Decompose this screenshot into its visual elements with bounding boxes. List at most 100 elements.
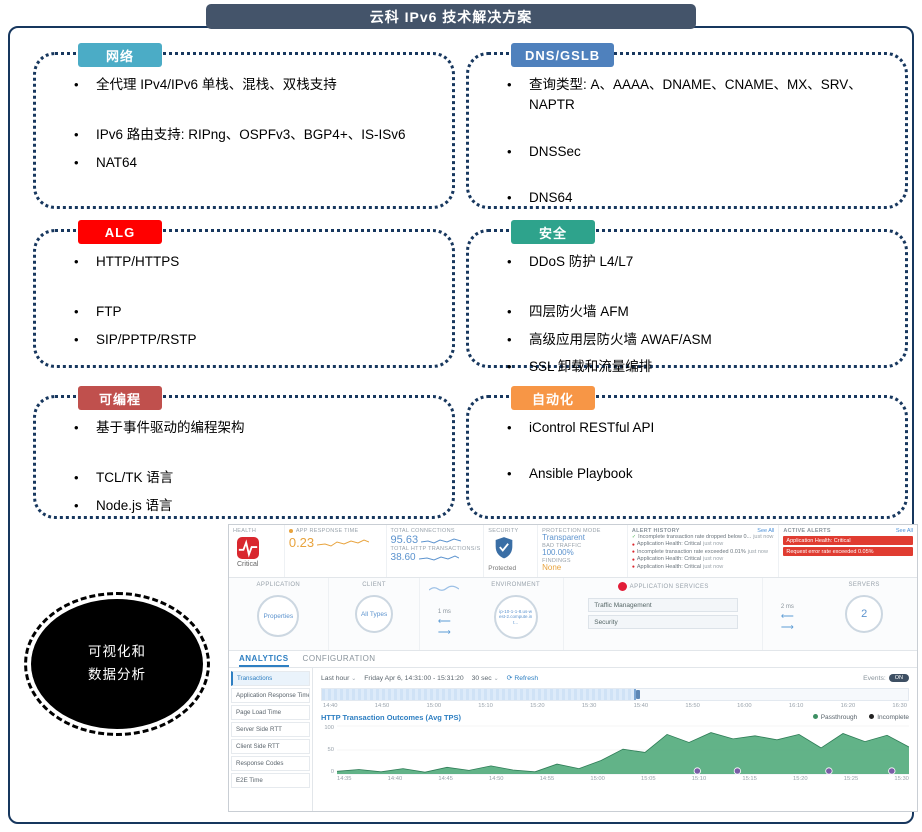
security-status: Protected bbox=[488, 565, 517, 572]
timeline-tick: 14:40 bbox=[323, 703, 338, 709]
feature-bullets-programmable: 基于事件驱动的编程架构TCL/TK 语言Node.js 语言 bbox=[72, 418, 452, 516]
refresh-button[interactable]: ⟳ Refresh bbox=[506, 675, 539, 682]
x-tick: 15:00 bbox=[590, 776, 605, 782]
alert-history-see-all[interactable]: See All bbox=[757, 528, 775, 534]
timeline-tick: 16:10 bbox=[788, 703, 804, 709]
bullet-item: NAT64 bbox=[72, 153, 418, 173]
timeline-handle[interactable] bbox=[635, 690, 640, 699]
alert-history-item: ●Incomplete transaction rate exceeded 0.… bbox=[632, 549, 775, 556]
protection-mode-value: Transparent bbox=[542, 533, 585, 542]
event-marker-icon[interactable] bbox=[825, 767, 833, 775]
active-alerts-see-all[interactable]: See All bbox=[895, 528, 913, 534]
svc-server-link: 2 ms ⟵ ⟶ bbox=[763, 578, 811, 650]
y-tick: 0 bbox=[330, 769, 334, 775]
service-box[interactable]: Traffic Management bbox=[588, 598, 739, 612]
servers-label: SERVERS bbox=[848, 582, 880, 588]
bullet-item: Node.js 语言 bbox=[72, 496, 418, 516]
tps-chart[interactable] bbox=[337, 725, 909, 775]
analytics-main: Last hour ⌄ Friday Apr 6, 14:31:00 - 15:… bbox=[313, 668, 917, 811]
arrow-right-icon: ⟶ bbox=[780, 621, 794, 632]
feature-tab-label: 网络 bbox=[105, 48, 134, 64]
sidebar-item[interactable]: Application Response Time bbox=[231, 688, 310, 703]
analytics-toolbar: Last hour ⌄ Friday Apr 6, 14:31:00 - 15:… bbox=[321, 671, 909, 685]
topology-application: APPLICATION Properties bbox=[229, 578, 329, 650]
x-tick: 15:10 bbox=[691, 776, 707, 782]
events-toggle[interactable]: ON bbox=[888, 674, 909, 682]
f5-logo-icon bbox=[617, 582, 627, 591]
bullet-item: DNS64 bbox=[505, 188, 871, 208]
servers-node[interactable]: 2 bbox=[845, 595, 884, 633]
chevron-down-icon: ⌄ bbox=[351, 675, 357, 682]
feature-tab-network: 网络 bbox=[78, 43, 162, 67]
analytics-dashboard: HEALTH Critical APP RESPONSE TIME 0.23 T… bbox=[228, 524, 918, 812]
timeline-tick: 15:20 bbox=[530, 703, 545, 709]
bullet-item: SSL 卸载和流量编排 bbox=[505, 357, 871, 377]
sidebar-item[interactable]: Response Codes bbox=[231, 756, 310, 771]
feature-tab-label: ALG bbox=[104, 224, 136, 240]
x-tick: 14:35 bbox=[337, 776, 352, 782]
application-node[interactable]: Properties bbox=[257, 595, 300, 637]
topology-strip: APPLICATION Properties CLIENT All Types … bbox=[229, 578, 917, 651]
alert-time: just now bbox=[703, 541, 724, 548]
health-status: Critical bbox=[237, 561, 259, 568]
alert-dot-icon: ● bbox=[631, 556, 635, 563]
services-label: APPLICATION SERVICES bbox=[629, 583, 709, 590]
service-box[interactable]: Security bbox=[588, 615, 739, 629]
active-alerts-panel: ACTIVE ALERTS See All Application Health… bbox=[779, 525, 917, 577]
shield-icon bbox=[495, 537, 513, 559]
feature-tab-programmable: 可编程 bbox=[78, 386, 162, 410]
x-tick: 14:55 bbox=[539, 776, 555, 782]
alert-text: Incomplete transaction rate exceeded 0.0… bbox=[636, 548, 746, 555]
visualization-ellipse-fill: 可视化和数据分析 bbox=[31, 599, 203, 729]
alert-dot-icon: ● bbox=[631, 549, 635, 556]
bullet-item: TCL/TK 语言 bbox=[72, 468, 418, 488]
timeline-tick: 14:50 bbox=[374, 703, 390, 709]
environment-node[interactable]: ip-10-1-1-8.us-west-2.compute.int... bbox=[493, 595, 538, 639]
app-response-value: 0.23 bbox=[288, 534, 315, 550]
transactions-label: TOTAL HTTP TRANSACTIONS/S bbox=[390, 546, 481, 552]
health-label: HEALTH bbox=[233, 528, 257, 534]
timeline-scrubber[interactable] bbox=[321, 688, 909, 701]
client-node[interactable]: All Types bbox=[355, 595, 394, 633]
timeline-selection[interactable] bbox=[322, 689, 636, 700]
visualization-label: 可视化和数据分析 bbox=[88, 644, 146, 682]
y-tick: 50 bbox=[327, 747, 334, 753]
tab-analytics[interactable]: ANALYTICS bbox=[239, 654, 289, 667]
sidebar-item[interactable]: Client Side RTT bbox=[231, 739, 310, 754]
alert-history-label: ALERT HISTORY bbox=[631, 528, 680, 534]
event-marker-icon[interactable] bbox=[888, 767, 896, 775]
topology-client: CLIENT All Types bbox=[329, 578, 421, 650]
chart-legend: Passthrough Incomplete bbox=[812, 714, 909, 721]
arrow-right-icon: ⟶ bbox=[437, 626, 451, 637]
sidebar-item[interactable]: Server Side RTT bbox=[231, 722, 310, 737]
interval-dropdown[interactable]: 30 sec ⌄ bbox=[471, 674, 499, 682]
feature-box-dns: DNS/GSLB 查询类型: A、AAAA、DNAME、CNAME、MX、SRV… bbox=[466, 43, 908, 209]
event-marker-icon[interactable] bbox=[693, 767, 701, 775]
tab-configuration[interactable]: CONFIGURATION bbox=[302, 654, 376, 663]
alert-text: Application Health: Critical bbox=[636, 563, 702, 570]
bullet-item: 查询类型: A、AAAA、DNAME、CNAME、MX、SRV、NAPTR bbox=[505, 75, 871, 116]
chevron-down-icon: ⌄ bbox=[493, 675, 499, 682]
x-tick: 14:40 bbox=[387, 776, 403, 782]
range-dropdown[interactable]: Last hour ⌄ bbox=[321, 674, 357, 682]
x-tick: 15:05 bbox=[641, 776, 656, 782]
sidebar-item[interactable]: Page Load Time bbox=[231, 705, 310, 720]
event-marker-icon[interactable] bbox=[733, 767, 742, 775]
sidebar-item[interactable]: E2E Time bbox=[231, 773, 310, 788]
feature-tab-label: 自动化 bbox=[531, 391, 574, 407]
sidebar-item[interactable]: Transactions bbox=[231, 671, 310, 686]
client-env-link: 1 ms ⟵ ⟶ bbox=[420, 578, 468, 650]
bullet-item: SIP/PPTP/RSTP bbox=[72, 330, 418, 350]
feature-bullets-network: 全代理 IPv4/IPv6 单栈、混栈、双栈支持IPv6 路由支持: RIPng… bbox=[72, 75, 452, 173]
active-alert-banner: Request error rate exceeded 0.05% bbox=[783, 547, 913, 556]
bullet-item: IPv6 路由支持: RIPng、OSPFv3、BGP4+、IS-ISv6 bbox=[72, 125, 418, 145]
servers-latency: 2 ms bbox=[780, 604, 794, 610]
bullet-item: DNSSec bbox=[505, 142, 871, 162]
security-panel: SECURITY Protected bbox=[484, 525, 539, 577]
